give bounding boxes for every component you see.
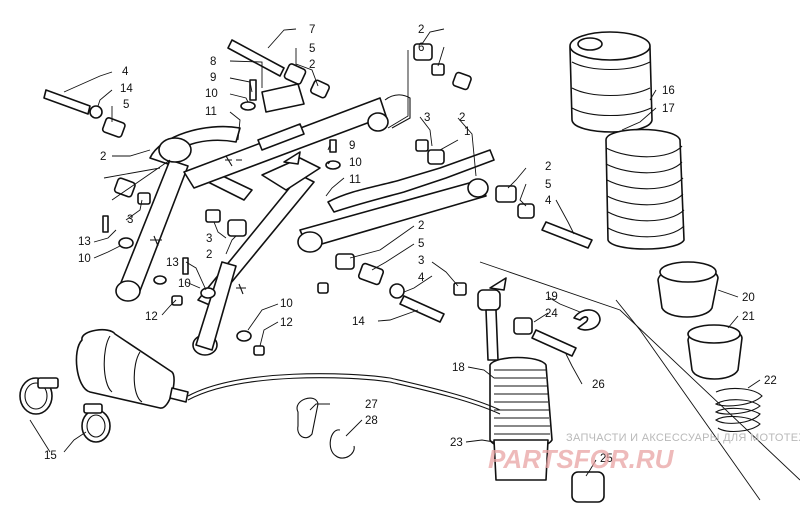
callout-21: 21 xyxy=(742,311,755,323)
callout-11: 11 xyxy=(349,174,361,186)
callout-11: 11 xyxy=(205,106,217,118)
callout-14: 14 xyxy=(120,83,133,95)
callout-4: 4 xyxy=(418,272,425,284)
callout-4: 4 xyxy=(122,66,129,78)
callout-26: 26 xyxy=(592,379,605,391)
callout-8: 8 xyxy=(210,56,216,68)
callout-16: 16 xyxy=(662,85,675,97)
callout-2: 2 xyxy=(100,151,106,163)
callout-3: 3 xyxy=(206,233,212,245)
right-arm-hardware xyxy=(317,185,593,323)
callout-15: 15 xyxy=(44,450,57,462)
leader-lines xyxy=(29,28,761,477)
callout-9: 9 xyxy=(349,140,355,152)
callout-3: 3 xyxy=(127,214,133,226)
callout-12: 12 xyxy=(280,317,293,329)
callout-22: 22 xyxy=(764,375,777,387)
callout-3: 3 xyxy=(418,255,424,267)
callout-2: 2 xyxy=(418,24,424,36)
watermark-brand: PARTSFOR.RU xyxy=(488,444,675,474)
callout-1: 1 xyxy=(464,126,470,138)
callout-3: 3 xyxy=(424,112,430,124)
callout-2: 2 xyxy=(418,220,424,232)
callout-27: 27 xyxy=(365,399,378,411)
callout-6: 6 xyxy=(418,42,424,54)
callout-5: 5 xyxy=(309,43,315,55)
callout-13: 13 xyxy=(166,257,179,269)
callout-10: 10 xyxy=(205,88,218,100)
rear-arm-right xyxy=(257,94,495,253)
callout-24: 24 xyxy=(545,308,558,320)
callout-25: 25 xyxy=(600,453,613,465)
callout-9: 9 xyxy=(210,72,216,84)
callout-10: 10 xyxy=(178,278,191,290)
callout-5: 5 xyxy=(418,238,424,250)
callout-5: 5 xyxy=(123,99,129,111)
callout-17: 17 xyxy=(662,103,675,115)
callout-7: 7 xyxy=(309,24,315,36)
callout-2: 2 xyxy=(459,112,465,124)
callout-2: 2 xyxy=(545,161,551,173)
callout-5: 5 xyxy=(545,179,551,191)
callout-4: 4 xyxy=(545,195,552,207)
callout-2: 2 xyxy=(206,249,212,261)
watermark-tagline: ЗАПЧАСТИ И АКСЕССУАРЫ ДЛЯ МОТОТЕХНИКИ xyxy=(566,432,800,444)
callout-12: 12 xyxy=(145,311,158,323)
rear-arm-left xyxy=(115,97,389,356)
callout-19: 19 xyxy=(545,291,558,303)
callout-20: 20 xyxy=(742,292,755,304)
callout-10: 10 xyxy=(280,298,293,310)
left-hardware xyxy=(43,89,265,356)
watermark: ЗАПЧАСТИ И АКСЕССУАРЫ ДЛЯ МОТОТЕХНИКИ PA… xyxy=(488,432,800,474)
reservoir-assembly xyxy=(19,328,501,459)
callout-14: 14 xyxy=(352,316,365,328)
callout-10: 10 xyxy=(78,253,91,265)
callout-10: 10 xyxy=(349,157,362,169)
callout-13: 13 xyxy=(78,236,91,248)
callout-labels: 1 2 2 2 2 2 2 2 3 3 3 3 4 4 4 5 5 5 5 6 … xyxy=(44,24,777,465)
small-shock xyxy=(477,289,605,503)
callout-28: 28 xyxy=(365,415,378,427)
callout-23: 23 xyxy=(450,437,463,449)
guide-lines xyxy=(103,50,800,501)
callout-2: 2 xyxy=(309,59,315,71)
callout-18: 18 xyxy=(452,362,465,374)
spring-assembly xyxy=(569,31,763,433)
